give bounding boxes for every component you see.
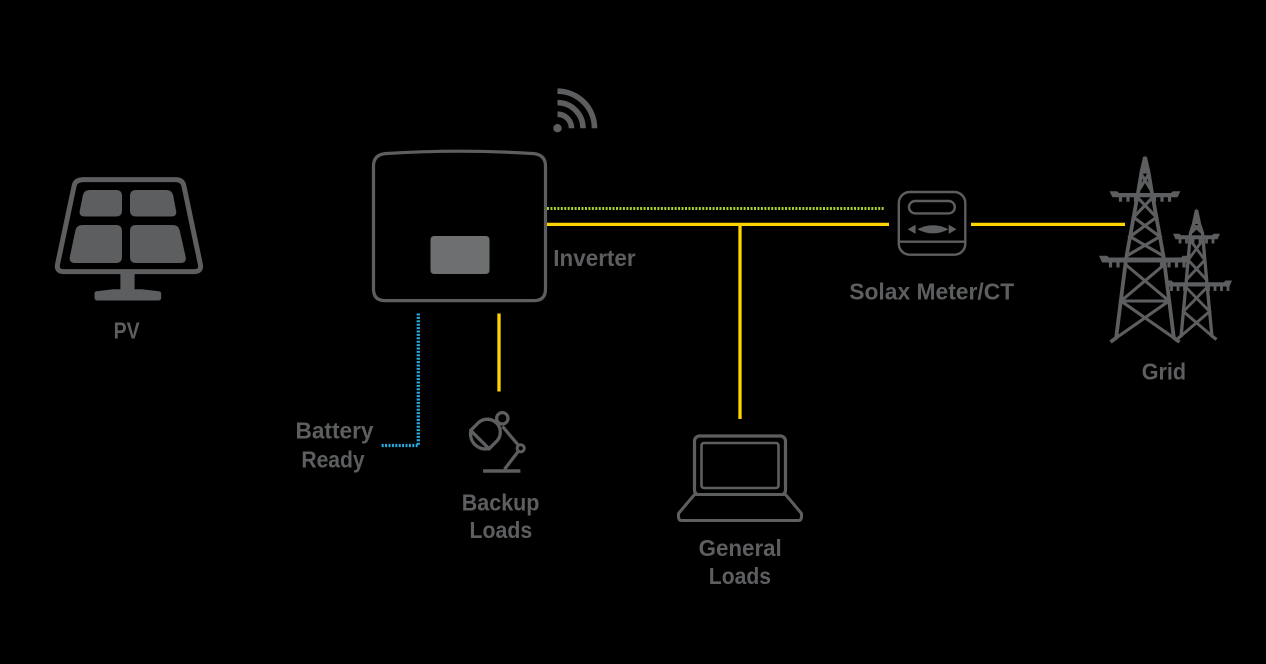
svg-text:Backup: Backup — [462, 490, 540, 516]
svg-text:Inverter: Inverter — [553, 245, 635, 271]
svg-text:PV: PV — [114, 317, 141, 343]
svg-text:Battery: Battery — [296, 418, 374, 444]
svg-text:Solax Meter/CT: Solax Meter/CT — [849, 278, 1014, 304]
svg-text:Ready: Ready — [301, 446, 364, 472]
svg-text:General: General — [699, 535, 782, 561]
svg-text:Loads: Loads — [709, 563, 771, 589]
svg-text:Loads: Loads — [470, 517, 533, 543]
svg-text:Grid: Grid — [1142, 358, 1186, 384]
